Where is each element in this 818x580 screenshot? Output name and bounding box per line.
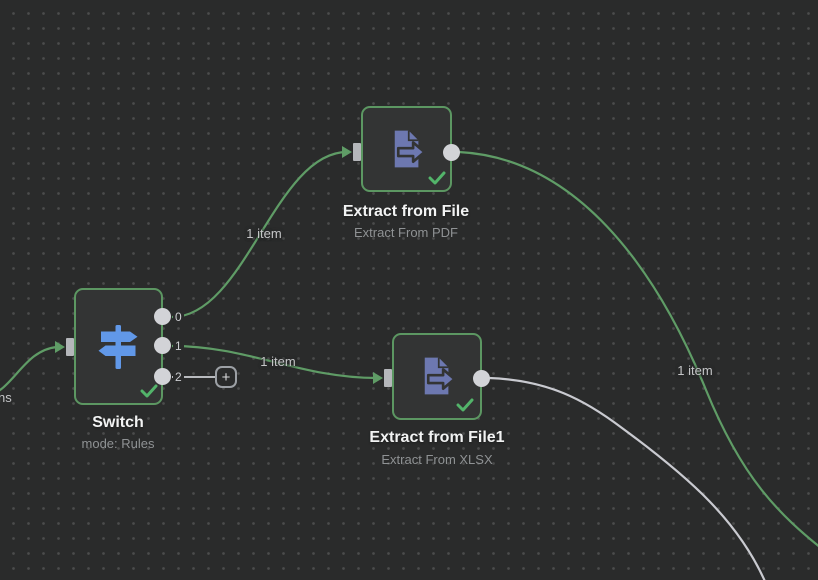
extract-xlsx-output-port[interactable] — [473, 370, 490, 387]
connection-label-items: 1 item — [246, 226, 282, 241]
node-subtitle-extract-xlsx: Extract From XLSX — [381, 452, 493, 467]
success-check-icon — [140, 384, 158, 398]
node-title-switch: Switch — [92, 414, 144, 431]
switch-output-port-1[interactable] — [154, 337, 171, 354]
success-check-icon — [456, 398, 474, 412]
signpost-icon — [98, 325, 138, 369]
connection-incoming-to-switch[interactable] — [0, 345, 58, 396]
output-port-label-2: 2 — [173, 370, 184, 384]
output-port-label-0: 0 — [173, 310, 184, 324]
connection-switch0-to-extract-pdf[interactable] — [171, 150, 348, 319]
extract-pdf-input-port[interactable] — [353, 143, 361, 161]
input-port-arrow-icon — [342, 146, 352, 158]
file-export-icon — [424, 357, 456, 395]
connection-label-items: 1 item — [677, 363, 713, 378]
output-port-label-1: 1 — [173, 339, 184, 353]
connection-switch1-to-extract-xlsx[interactable] — [171, 344, 378, 380]
node-title-extract-pdf: Extract from File — [342, 203, 470, 220]
switch-output-port-0[interactable] — [154, 308, 171, 325]
extract-xlsx-input-port[interactable] — [384, 369, 392, 387]
switch-output-port-2[interactable] — [154, 368, 171, 385]
node-title-extract-xlsx: Extract from File1 — [369, 429, 505, 446]
connection-label-items: 1 item — [260, 354, 296, 369]
connection-label-items-clipped: ns — [0, 390, 12, 405]
connection-extract-xlsx-outgoing[interactable] — [488, 376, 767, 580]
node-subtitle-extract-pdf: Extract From PDF — [353, 225, 459, 240]
extract-pdf-output-port[interactable] — [443, 144, 460, 161]
file-export-icon — [394, 130, 426, 168]
input-port-arrow-icon — [373, 372, 383, 384]
connection-extract-pdf-outgoing[interactable] — [458, 150, 818, 552]
switch-input-port[interactable] — [66, 338, 74, 356]
success-check-icon — [428, 171, 446, 185]
node-subtitle-switch: mode: Rules — [81, 436, 155, 451]
input-port-arrow-icon — [55, 341, 65, 353]
add-output-button[interactable]: + — [215, 366, 237, 388]
